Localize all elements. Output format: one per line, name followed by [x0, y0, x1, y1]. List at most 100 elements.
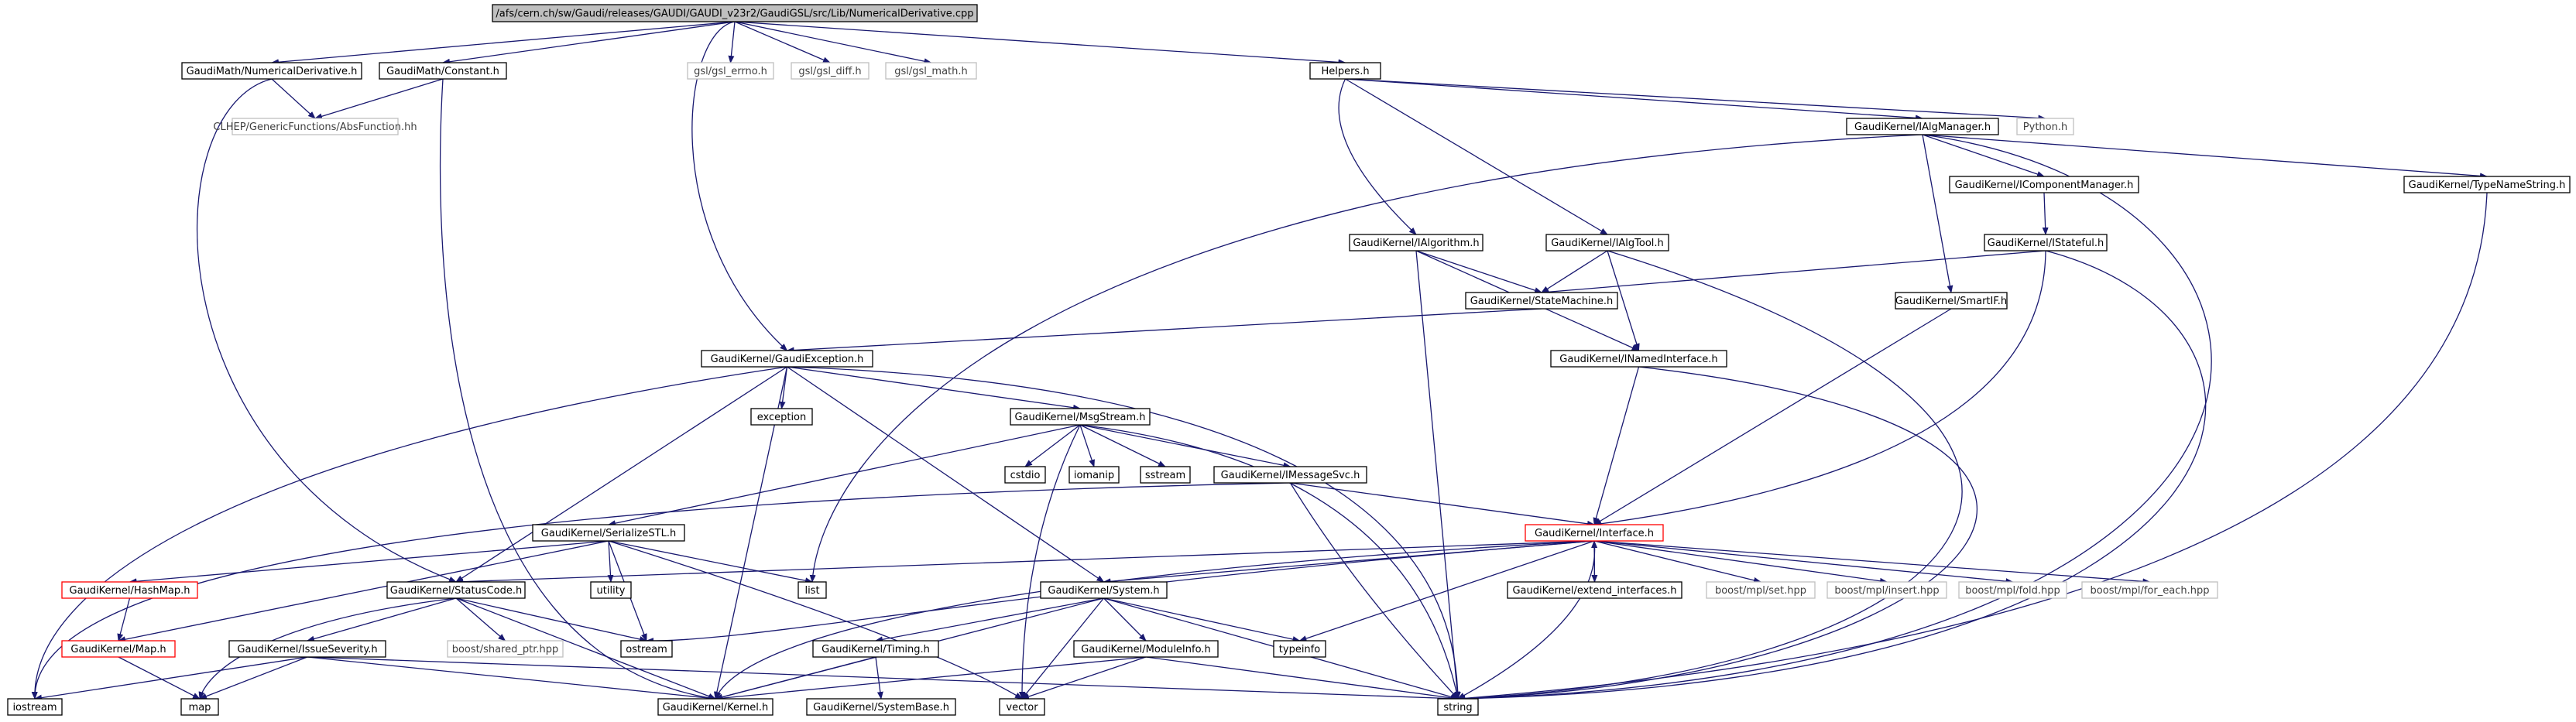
node-typeinfo[interactable]: typeinfo: [1273, 640, 1326, 658]
node-box: [447, 640, 564, 658]
edge-root-to-constant: [442, 21, 736, 65]
node-systembase[interactable]: GaudiKernel/SystemBase.h: [806, 698, 956, 716]
node-box: [1309, 62, 1381, 80]
node-label: boost/mpl/for_each.hpp: [2091, 585, 2210, 597]
node-kernel[interactable]: GaudiKernel/Kernel.h: [657, 698, 773, 716]
node-helpers[interactable]: Helpers.h: [1309, 62, 1381, 80]
node-label: map: [189, 702, 211, 713]
node-string[interactable]: string: [1437, 698, 1479, 716]
node-label: vector: [1006, 702, 1038, 713]
node-mpl_set[interactable]: boost/mpl/set.hpp: [1706, 581, 1816, 599]
node-smartif[interactable]: GaudiKernel/SmartIF.h: [1895, 292, 2008, 310]
node-ialgmanager[interactable]: GaudiKernel/IAlgManager.h: [1846, 118, 1999, 135]
node-interface[interactable]: GaudiKernel/Interface.h: [1525, 524, 1664, 542]
edge-gaudiexception-to-string: [787, 366, 1461, 700]
node-typenamestring[interactable]: GaudiKernel/TypeNameString.h: [2403, 176, 2571, 193]
node-list[interactable]: list: [797, 581, 827, 599]
node-label: GaudiKernel/System.h: [1048, 585, 1159, 597]
node-box: [7, 698, 63, 716]
node-gsl_errno[interactable]: gsl/gsl_errno.h: [687, 62, 774, 80]
node-msgstream[interactable]: GaudiKernel/MsgStream.h: [1010, 408, 1151, 426]
node-box: [687, 62, 774, 80]
node-istateful[interactable]: GaudiKernel/IStateful.h: [1984, 234, 2108, 252]
include-edges: [31, 21, 2488, 702]
node-statuscode[interactable]: GaudiKernel/StatusCode.h: [386, 581, 526, 599]
node-label: GaudiKernel/TypeNameString.h: [2409, 180, 2566, 191]
node-python[interactable]: Python.h: [2016, 118, 2074, 135]
node-hashmap[interactable]: GaudiKernel/HashMap.h: [61, 581, 198, 599]
node-mpl_insert[interactable]: boost/mpl/insert.hpp: [1827, 581, 1947, 599]
node-timing[interactable]: GaudiKernel/Timing.h: [812, 640, 939, 658]
node-gsl_math[interactable]: gsl/gsl_math.h: [885, 62, 977, 80]
node-iostream[interactable]: iostream: [7, 698, 63, 716]
node-box: [61, 640, 176, 658]
node-gsl_diff[interactable]: gsl/gsl_diff.h: [791, 62, 870, 80]
node-absfunction[interactable]: CLHEP/GenericFunctions/AbsFunction.hh: [213, 118, 417, 135]
node-label: boost/mpl/insert.hpp: [1834, 585, 1939, 597]
node-moduleinfo[interactable]: GaudiKernel/ModuleInfo.h: [1073, 640, 1219, 658]
node-sstream[interactable]: sstream: [1140, 466, 1191, 484]
node-utility[interactable]: utility: [590, 581, 632, 599]
node-label: GaudiKernel/IStateful.h: [1988, 238, 2104, 249]
node-label: GaudiKernel/ModuleInfo.h: [1081, 644, 1210, 655]
header-nodes: /afs/cern.ch/sw/Gaudi/releases/GAUDI/GAU…: [7, 4, 2571, 716]
edge-ialgtool-to-statemachine: [1541, 250, 1608, 293]
node-ialgtool[interactable]: GaudiKernel/IAlgTool.h: [1545, 234, 1669, 252]
node-label: GaudiKernel/Map.h: [70, 644, 166, 655]
node-cstdio[interactable]: cstdio: [1004, 466, 1046, 484]
node-label: GaudiMath/Constant.h: [386, 66, 499, 77]
node-issueseverity[interactable]: GaudiKernel/IssueSeverity.h: [228, 640, 386, 658]
node-box: [806, 698, 956, 716]
node-box: [701, 350, 873, 368]
node-box: [1545, 234, 1669, 252]
node-gaudiexception[interactable]: GaudiKernel/GaudiException.h: [701, 350, 873, 368]
node-icomponentmanager[interactable]: GaudiKernel/IComponentManager.h: [1949, 176, 2139, 193]
node-map_h[interactable]: GaudiKernel/Map.h: [61, 640, 176, 658]
node-box: [1827, 581, 1947, 599]
node-system[interactable]: GaudiKernel/System.h: [1040, 581, 1168, 599]
edge-ialgmanager-to-typenamestring: [1922, 134, 2488, 180]
node-ialgorithm[interactable]: GaudiKernel/IAlgorithm.h: [1349, 234, 1484, 252]
node-label: GaudiKernel/IAlgTool.h: [1551, 238, 1664, 249]
node-vector[interactable]: vector: [999, 698, 1045, 716]
node-label: utility: [597, 585, 626, 597]
edge-system-to-timing: [875, 597, 1104, 643]
node-label: GaudiKernel/StateMachine.h: [1470, 296, 1614, 307]
node-box: [1004, 466, 1046, 484]
node-iomanip[interactable]: iomanip: [1068, 466, 1120, 484]
node-inamedinterface[interactable]: GaudiKernel/INamedInterface.h: [1550, 350, 1727, 368]
edge-interface-to-kernel: [715, 540, 1595, 700]
node-mpl_fold[interactable]: boost/mpl/fold.hpp: [1958, 581, 2067, 599]
edge-msgstream-to-vector: [1019, 424, 1081, 700]
node-statemachine[interactable]: GaudiKernel/StateMachine.h: [1465, 292, 1618, 310]
node-extend_interfaces[interactable]: GaudiKernel/extend_interfaces.h: [1507, 581, 1682, 599]
node-box: [1273, 640, 1326, 658]
node-map[interactable]: map: [180, 698, 219, 716]
node-serializestl[interactable]: GaudiKernel/SerializeSTL.h: [532, 524, 685, 542]
node-imessagesvc[interactable]: GaudiKernel/IMessageSvc.h: [1213, 466, 1367, 484]
edge-msgstream-to-string: [1079, 424, 1460, 700]
edge-gaudiexception-to-statuscode: [455, 366, 787, 583]
node-label: sstream: [1145, 470, 1185, 481]
node-box: [492, 4, 978, 22]
node-ostream[interactable]: ostream: [620, 640, 673, 658]
edge-root-to-gsl_errno: [728, 21, 736, 63]
node-numderiv[interactable]: GaudiMath/NumericalDerivative.h: [181, 62, 362, 80]
edge-issueseverity-to-map: [199, 656, 308, 700]
node-constant[interactable]: GaudiMath/Constant.h: [379, 62, 507, 80]
node-box: [61, 581, 198, 599]
node-box: [1349, 234, 1484, 252]
node-mpl_for_each[interactable]: boost/mpl/for_each.hpp: [2081, 581, 2218, 599]
node-label: exception: [757, 412, 807, 423]
node-exception[interactable]: exception: [750, 408, 813, 426]
edge-system-to-typeinfo: [1103, 597, 1301, 642]
node-box: [590, 581, 632, 599]
node-root[interactable]: /afs/cern.ch/sw/Gaudi/releases/GAUDI/GAU…: [492, 4, 978, 22]
node-shared_ptr[interactable]: boost/shared_ptr.hpp: [447, 640, 564, 658]
edge-helpers-to-python: [1345, 78, 2046, 121]
node-label: GaudiKernel/IComponentManager.h: [1955, 180, 2134, 191]
edge-interface-to-mpl_fold: [1593, 540, 2014, 585]
node-label: GaudiKernel/IMessageSvc.h: [1221, 470, 1360, 481]
edge-ialgmanager-to-string: [1457, 134, 2212, 702]
